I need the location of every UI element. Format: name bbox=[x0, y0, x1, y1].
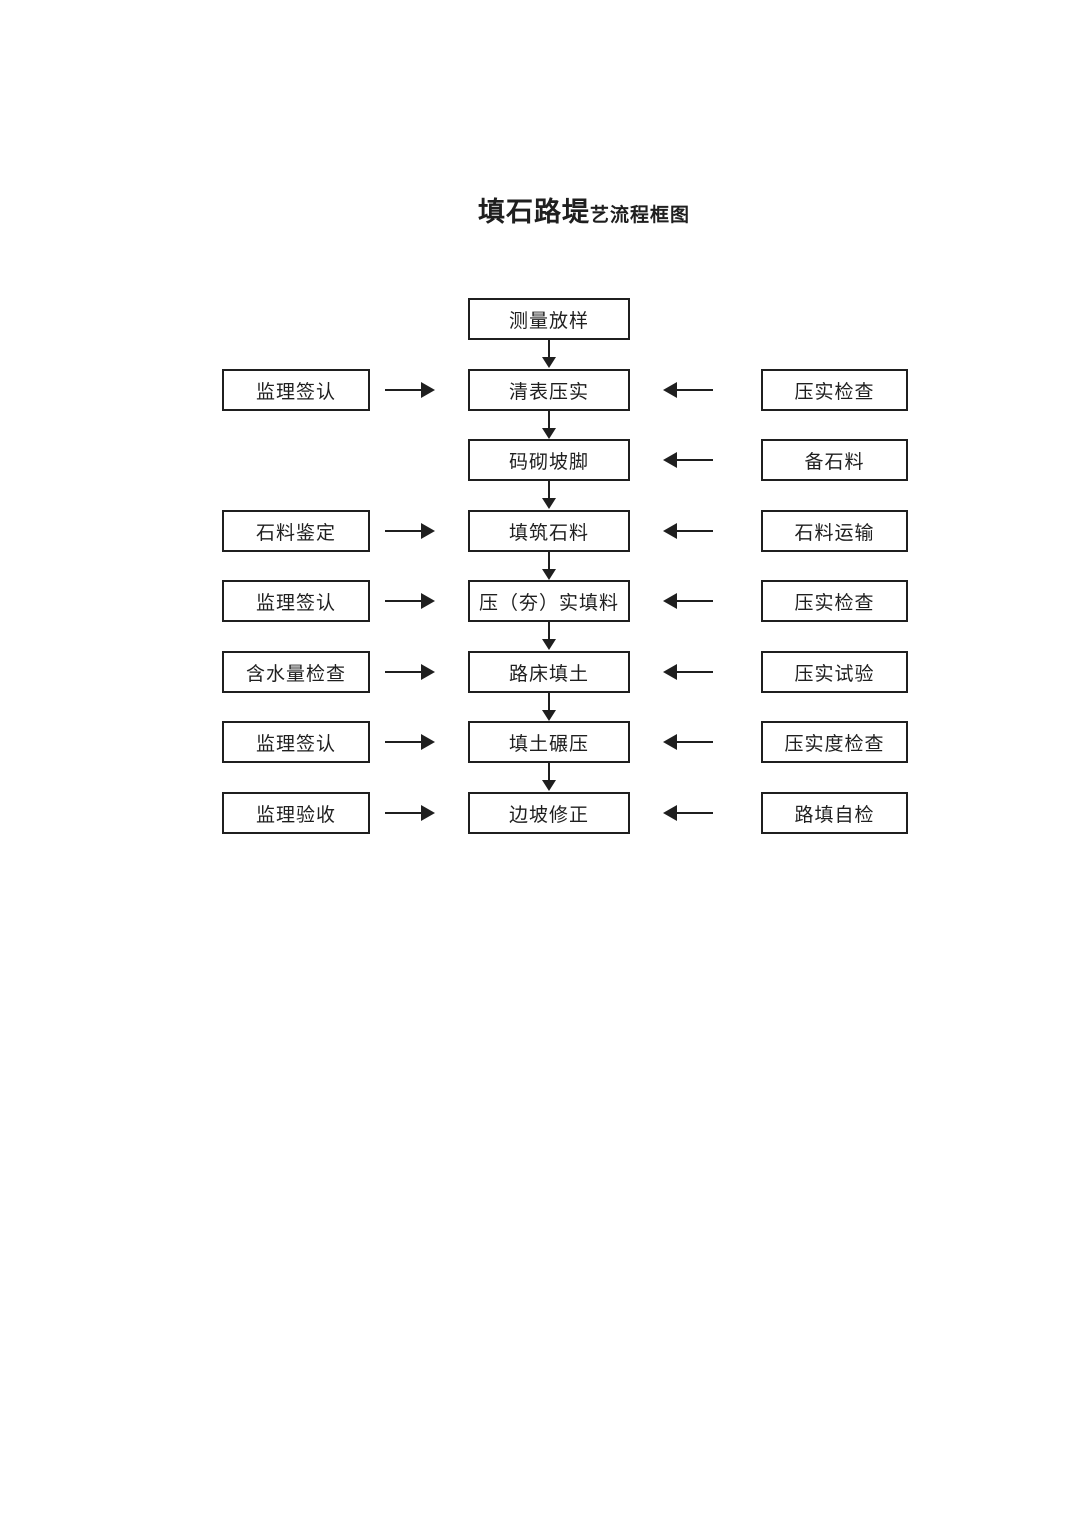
arrow-left-icon bbox=[663, 382, 713, 398]
arrow-right-icon bbox=[385, 734, 435, 750]
arrow-down-icon bbox=[542, 340, 556, 368]
arrow-right-icon bbox=[385, 805, 435, 821]
arrow-down-icon bbox=[542, 622, 556, 650]
flow-side-compaction-degree-check: 压实度检查 bbox=[761, 721, 908, 763]
arrow-right-icon bbox=[385, 593, 435, 609]
arrow-down-icon bbox=[542, 481, 556, 509]
arrow-left-icon bbox=[663, 734, 713, 750]
arrow-left-icon bbox=[663, 805, 713, 821]
arrow-down-icon bbox=[542, 552, 556, 580]
arrow-left-icon bbox=[663, 593, 713, 609]
flow-step-fill-rolling: 填土碾压 bbox=[468, 721, 630, 763]
flow-step-roadbed-fill: 路床填土 bbox=[468, 651, 630, 693]
flow-side-compaction-check-1: 压实检查 bbox=[761, 369, 908, 411]
arrow-right-icon bbox=[385, 382, 435, 398]
flow-step-fill-rock: 填筑石料 bbox=[468, 510, 630, 552]
flow-side-compaction-check-2: 压实检查 bbox=[761, 580, 908, 622]
flow-side-supervisor-acceptance: 监理验收 bbox=[222, 792, 370, 834]
flow-side-rock-appraisal: 石料鉴定 bbox=[222, 510, 370, 552]
flow-step-slope-correction: 边坡修正 bbox=[468, 792, 630, 834]
flow-side-supervisor-sign-1: 监理签认 bbox=[222, 369, 370, 411]
flow-side-roadfill-self-check: 路填自检 bbox=[761, 792, 908, 834]
arrow-left-icon bbox=[663, 523, 713, 539]
flow-side-moisture-check: 含水量检查 bbox=[222, 651, 370, 693]
flow-side-rock-prepare: 备石料 bbox=[761, 439, 908, 481]
flow-step-survey-setout: 测量放样 bbox=[468, 298, 630, 340]
flow-side-supervisor-sign-3: 监理签认 bbox=[222, 721, 370, 763]
arrow-down-icon bbox=[542, 411, 556, 439]
arrow-right-icon bbox=[385, 664, 435, 680]
flow-step-stack-slope-toe: 码砌坡脚 bbox=[468, 439, 630, 481]
arrow-right-icon bbox=[385, 523, 435, 539]
flow-step-clear-surface-compaction: 清表压实 bbox=[468, 369, 630, 411]
arrow-down-icon bbox=[542, 693, 556, 721]
page-title-suffix: 艺流程框图 bbox=[590, 205, 691, 226]
arrow-left-icon bbox=[663, 664, 713, 680]
flow-step-compact-fill: 压（夯）实填料 bbox=[468, 580, 630, 622]
page-title-main: 填石路堤 bbox=[478, 197, 590, 227]
flow-side-supervisor-sign-2: 监理签认 bbox=[222, 580, 370, 622]
arrow-left-icon bbox=[663, 452, 713, 468]
page-title: 填石路堤艺流程框图 bbox=[478, 196, 690, 233]
flow-side-compaction-test: 压实试验 bbox=[761, 651, 908, 693]
arrow-down-icon bbox=[542, 763, 556, 791]
flow-side-rock-transport: 石料运输 bbox=[761, 510, 908, 552]
